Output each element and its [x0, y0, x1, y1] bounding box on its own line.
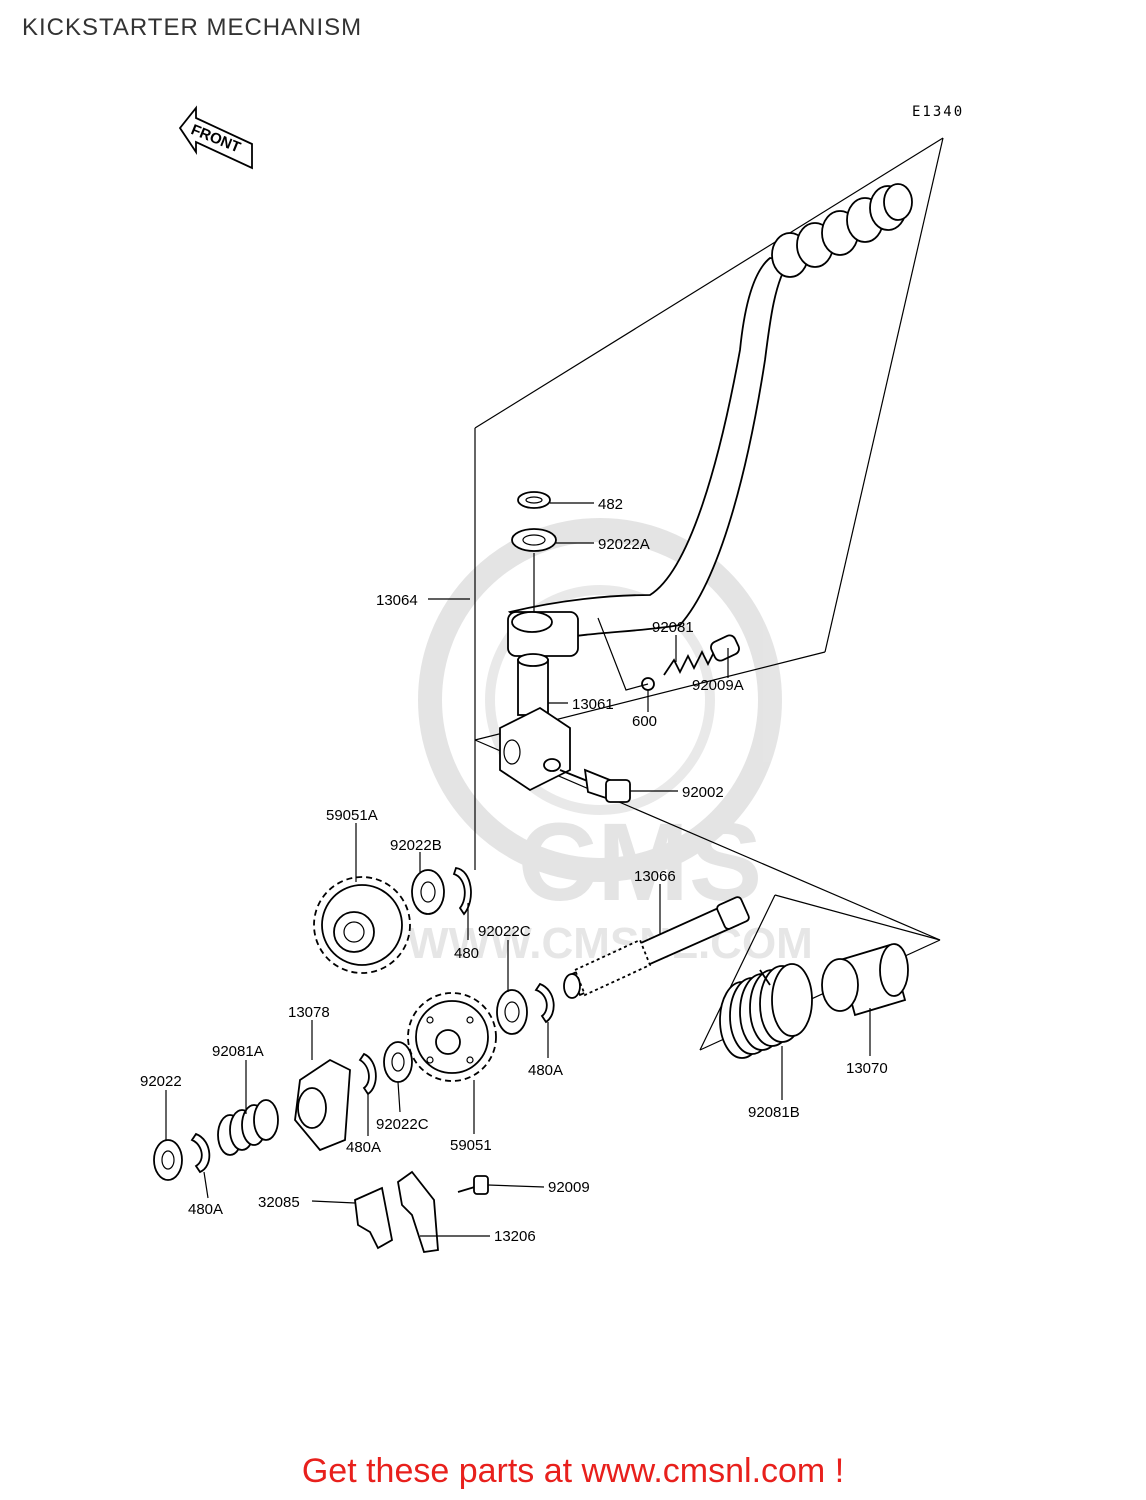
washer-92022 [153, 1139, 183, 1181]
part-label-92009a: 92009A [692, 677, 744, 694]
kick-shaft-13066 [563, 896, 750, 999]
screw-92009 [457, 1175, 489, 1195]
part-label-92022: 92022 [140, 1073, 182, 1090]
part-label-32085: 32085 [258, 1194, 300, 1211]
guide-plate-32085 [354, 1186, 394, 1250]
detent-spring-92081 [663, 647, 717, 676]
spring-guide-13070 [821, 943, 909, 1017]
part-label-92081b: 92081B [748, 1104, 800, 1121]
part-label-59051: 59051 [450, 1137, 492, 1154]
parts-callout-link[interactable]: Get these parts at www.cmsnl.com ! [301, 1452, 845, 1490]
washer-92022c-lower [383, 1041, 413, 1083]
exploded-parts-diagram: CMS WWW.CMSNL.COM E1340 FRONT [140, 104, 964, 1253]
kick-pedal-grip [771, 183, 913, 278]
ratchet-spring-92081a [217, 1099, 279, 1156]
washer-92022b [411, 869, 445, 915]
leader-lines [165, 502, 871, 1237]
part-label-13070: 13070 [846, 1060, 888, 1077]
part-labels: 482 92022A 13064 92081 92009A 13061 600 … [140, 496, 888, 1245]
part-label-480a-upper: 480A [528, 1062, 563, 1079]
part-label-92022c-lower: 92022C [376, 1116, 429, 1133]
circlip-482 [517, 491, 551, 509]
gear-59051 [407, 992, 497, 1082]
part-label-59051a: 59051A [326, 807, 378, 824]
kick-shaft-boss-13061 [499, 653, 571, 792]
watermark-inner-ring [485, 585, 715, 815]
detent-cap-92009a [710, 634, 740, 662]
ratchet-13078 [294, 1058, 351, 1152]
circlip-480 [452, 867, 472, 916]
drawing-code: E1340 [912, 104, 964, 120]
part-label-13206: 13206 [494, 1228, 536, 1245]
part-label-92002: 92002 [682, 784, 724, 801]
part-label-92022a: 92022A [598, 536, 650, 553]
part-label-482: 482 [598, 496, 623, 513]
washer-92022c-upper [496, 989, 528, 1035]
part-label-13061: 13061 [572, 696, 614, 713]
part-label-13078: 13078 [288, 1004, 330, 1021]
washer-92022a [511, 528, 557, 552]
page-title: KICKSTARTER MECHANISM [22, 14, 363, 41]
bolt-92002 [559, 768, 631, 803]
kick-pedal-lever [507, 183, 913, 657]
part-label-92022b: 92022B [390, 837, 442, 854]
part-label-92009: 92009 [548, 1179, 590, 1196]
circlip-480a-upper [534, 982, 555, 1024]
circlip-480a-lower [190, 1132, 211, 1174]
part-label-480a-middle: 480A [346, 1139, 381, 1156]
part-label-13066: 13066 [634, 868, 676, 885]
part-label-92081a: 92081A [212, 1043, 264, 1060]
part-label-480: 480 [454, 945, 479, 962]
part-label-13064: 13064 [376, 592, 418, 609]
kick-spring-92081b [719, 963, 813, 1059]
part-label-480a-lower: 480A [188, 1201, 223, 1218]
stopper-plate-13206 [397, 1170, 439, 1253]
watermark-ring [418, 518, 782, 882]
part-label-92022c-upper: 92022C [478, 923, 531, 940]
circlip-480a-middle [358, 1052, 377, 1096]
part-label-600: 600 [632, 713, 657, 730]
part-label-92081: 92081 [652, 619, 694, 636]
gear-59051a [313, 876, 411, 974]
front-arrow-icon: FRONT [178, 105, 253, 170]
